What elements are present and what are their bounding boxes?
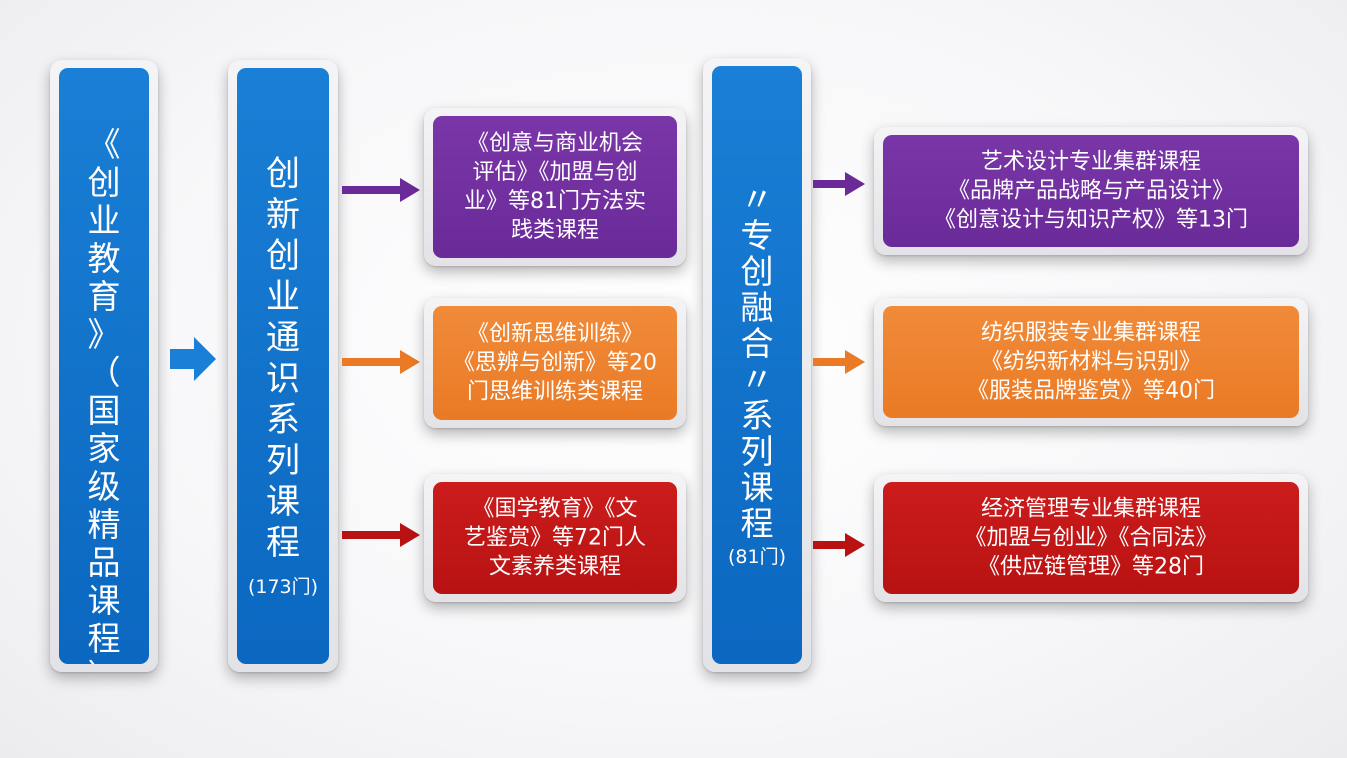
method-practice-course-fill: 《创意与商业机会 评估》《加盟与创 业》等81门方法实 践类课程 xyxy=(433,116,677,258)
arrow-right-icon xyxy=(170,337,216,381)
method-practice-course-box: 《创意与商业机会 评估》《加盟与创 业》等81门方法实 践类课程 xyxy=(424,108,686,266)
national-course-column-fill: 《 创 业 教 育 》 （ 国 家 级 精 品 课 程 ） xyxy=(59,68,149,664)
arrow-right-icon xyxy=(813,172,865,196)
arrow-right-icon xyxy=(342,350,420,374)
general-course-char: 业 xyxy=(266,277,300,317)
national-course-char: 创 xyxy=(87,163,121,202)
general-course-char: 通 xyxy=(266,318,300,358)
national-course-char: 程 xyxy=(87,619,121,658)
general-course-char: 程 xyxy=(266,523,300,563)
specialty-integration-char: 课 xyxy=(740,468,774,507)
general-course-char: 新 xyxy=(266,195,300,235)
national-course-char: 品 xyxy=(87,543,121,582)
national-course-char: 国 xyxy=(87,391,121,430)
general-course-title: 创 新 创 业 通 识 系 列 课 程 xyxy=(237,154,329,564)
method-practice-course-text: 《创意与商业机会 评估》《加盟与创 业》等81门方法实 践类课程 xyxy=(464,131,646,243)
humanities-course-text: 《国学教育》《文 艺鉴赏》等72门人 文素养类课程 xyxy=(464,496,646,580)
textile-apparel-cluster-box: 纺织服装专业集群课程 《纺织新材料与识别》 《服装品牌鉴赏》等40门 xyxy=(874,298,1308,426)
specialty-integration-char: 专 xyxy=(740,216,774,255)
thinking-training-course-fill: 《创新思维训练》 《思辨与创新》等20 门思维训练类课程 xyxy=(433,306,677,420)
art-design-cluster-text: 艺术设计专业集群课程 《品牌产品战略与产品设计》 《创意设计与知识产权》等13门 xyxy=(934,149,1248,233)
humanities-course-box: 《国学教育》《文 艺鉴赏》等72门人 文素养类课程 xyxy=(424,474,686,602)
national-course-char: 》 xyxy=(87,315,121,354)
national-course-char: 育 xyxy=(87,277,121,316)
specialty-integration-char: 〃 xyxy=(740,180,774,219)
general-course-column-fill: 创 新 创 业 通 识 系 列 课 程 (173门) xyxy=(237,68,329,664)
specialty-integration-column-fill: 〃 专 创 融 合 〃 系 列 课 程 (81门) xyxy=(712,66,802,664)
thinking-training-course-text: 《创新思维训练》 《思辨与创新》等20 门思维训练类课程 xyxy=(453,321,657,405)
general-course-char: 创 xyxy=(266,154,300,194)
national-course-title: 《 创 业 教 育 》 （ 国 家 级 精 品 课 程 ） xyxy=(59,125,149,665)
specialty-integration-char: 合 xyxy=(740,324,774,363)
humanities-course-fill: 《国学教育》《文 艺鉴赏》等72门人 文素养类课程 xyxy=(433,482,677,594)
art-design-cluster-fill: 艺术设计专业集群课程 《品牌产品战略与产品设计》 《创意设计与知识产权》等13门 xyxy=(883,135,1299,247)
national-course-char: 《 xyxy=(87,125,121,164)
general-course-char: 课 xyxy=(266,482,300,522)
art-design-cluster-box: 艺术设计专业集群课程 《品牌产品战略与产品设计》 《创意设计与知识产权》等13门 xyxy=(874,127,1308,255)
specialty-integration-title: 〃 专 创 融 合 〃 系 列 课 程 xyxy=(712,182,802,542)
national-course-char: 家 xyxy=(87,429,121,468)
specialty-integration-column: 〃 专 创 融 合 〃 系 列 课 程 (81门) xyxy=(703,58,811,672)
national-course-char: （ xyxy=(87,353,121,392)
general-course-char: 列 xyxy=(266,441,300,481)
specialty-integration-char: 〃 xyxy=(740,360,774,399)
national-course-char: 级 xyxy=(87,467,121,506)
economic-management-cluster-text: 经济管理专业集群课程 《加盟与创业》《合同法》 《供应链管理》等28门 xyxy=(964,496,1218,580)
arrow-right-icon xyxy=(813,350,865,374)
specialty-integration-count: (81门) xyxy=(727,546,786,568)
economic-management-cluster-box: 经济管理专业集群课程 《加盟与创业》《合同法》 《供应链管理》等28门 xyxy=(874,474,1308,602)
general-course-char: 创 xyxy=(266,236,300,276)
national-course-char: 精 xyxy=(87,505,121,544)
specialty-integration-char: 系 xyxy=(740,396,774,435)
general-course-char: 系 xyxy=(266,400,300,440)
specialty-integration-char: 程 xyxy=(740,504,774,543)
textile-apparel-cluster-fill: 纺织服装专业集群课程 《纺织新材料与识别》 《服装品牌鉴赏》等40门 xyxy=(883,306,1299,418)
thinking-training-course-box: 《创新思维训练》 《思辨与创新》等20 门思维训练类课程 xyxy=(424,298,686,428)
specialty-integration-char: 创 xyxy=(740,252,774,291)
specialty-integration-char: 融 xyxy=(740,288,774,327)
general-course-column: 创 新 创 业 通 识 系 列 课 程 (173门) xyxy=(228,60,338,672)
general-course-char: 识 xyxy=(266,359,300,399)
national-course-column: 《 创 业 教 育 》 （ 国 家 级 精 品 课 程 ） xyxy=(50,60,158,672)
general-course-count: (173门) xyxy=(247,576,319,598)
arrow-right-icon xyxy=(342,178,420,202)
national-course-char: 课 xyxy=(87,581,121,620)
national-course-char: 业 xyxy=(87,201,121,240)
specialty-integration-char: 列 xyxy=(740,432,774,471)
textile-apparel-cluster-text: 纺织服装专业集群课程 《纺织新材料与识别》 《服装品牌鉴赏》等40门 xyxy=(967,320,1215,404)
arrow-right-icon xyxy=(813,533,865,557)
arrow-right-icon xyxy=(342,523,420,547)
economic-management-cluster-fill: 经济管理专业集群课程 《加盟与创业》《合同法》 《供应链管理》等28门 xyxy=(883,482,1299,594)
national-course-char: ） xyxy=(88,658,121,665)
national-course-char: 教 xyxy=(87,239,121,278)
